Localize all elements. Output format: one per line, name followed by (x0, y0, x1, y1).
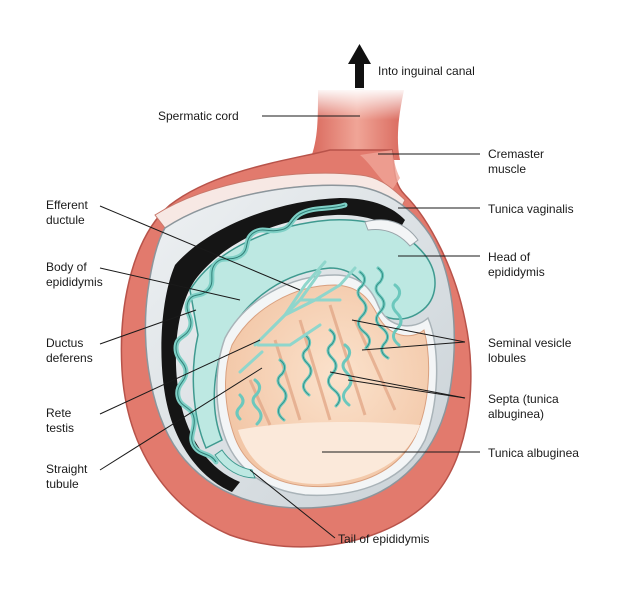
label-cremaster-muscle: Cremaster muscle (488, 147, 545, 176)
epididymis-head-pocket (364, 219, 419, 247)
label-spermatic-cord: Spermatic cord (158, 109, 239, 123)
leader-lines (99, 115, 480, 539)
ductus-deferens-coil-outline (175, 204, 346, 463)
label-septa: Septa (tunica albuginea) (488, 392, 559, 421)
label-body-of-epididymis: Body of epididymis (46, 260, 103, 289)
label-seminal-vesicle-lobules: Seminal vesicle lobules (488, 336, 572, 365)
label-efferent-ductule: Efferent ductule (46, 198, 88, 227)
spermatic-cord (310, 88, 408, 160)
label-straight-tubule: Straight tubule (46, 462, 88, 491)
cremaster-highlight (360, 150, 400, 190)
label-tunica-vaginalis: Tunica vaginalis (488, 202, 574, 216)
label-rete-testis: Rete testis (46, 406, 75, 435)
label-head-of-epididymis: Head of epididymis (488, 250, 545, 279)
arrow-up-icon (348, 44, 371, 90)
label-into-inguinal-canal: Into inguinal canal (378, 64, 475, 78)
label-ductus-deferens: Ductus deferens (46, 336, 93, 365)
tunica-albuginea-lower (238, 422, 420, 484)
label-tunica-albuginea: Tunica albuginea (488, 446, 579, 460)
label-tail-of-epididymis: Tail of epididymis (338, 532, 430, 546)
rete-testis-network (238, 260, 357, 374)
epididymis-tail (214, 449, 256, 479)
seminiferous-lobules-outline (277, 267, 389, 421)
